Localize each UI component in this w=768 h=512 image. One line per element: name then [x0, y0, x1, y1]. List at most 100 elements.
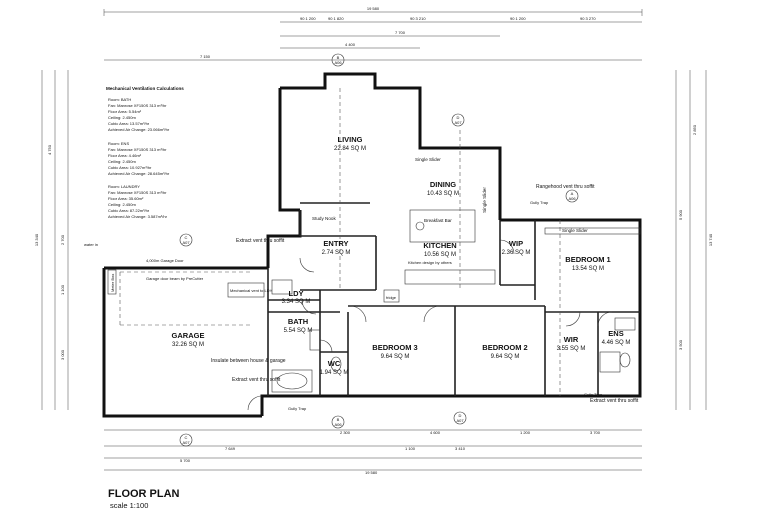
- room-labels: LIVING 22.84 SQ M DINING 10.43 SQ M KITC…: [172, 135, 631, 376]
- note-garage-door: 4,000m Garage Door: [146, 258, 184, 263]
- room-bedroom2-area: 9.64 SQ M: [491, 354, 520, 360]
- dim-top-d: 90 1 200: [510, 16, 526, 21]
- svg-text:Room: LAUNDRY: Room: LAUNDRY: [108, 184, 140, 189]
- room-dining-name: DINING: [430, 180, 456, 189]
- svg-text:A06: A06: [334, 60, 342, 65]
- door-entry: [299, 257, 315, 273]
- svg-text:Room: ENS: Room: ENS: [108, 141, 129, 146]
- room-living-area: 22.84 SQ M: [334, 146, 366, 152]
- room-bedroom2-name: BEDROOM 2: [482, 343, 527, 352]
- plan-scale: scale 1:100: [110, 501, 148, 510]
- kitchen-island: [409, 209, 476, 243]
- room-bedroom1-name: BEDROOM 1: [565, 255, 610, 264]
- room-garage-name: GARAGE: [172, 331, 205, 340]
- dim-right-total: 13 740: [708, 233, 713, 246]
- svg-text:Fan: Manrose XF150S 313 m³/hr: Fan: Manrose XF150S 313 m³/hr: [108, 190, 167, 195]
- door-wc: [319, 339, 333, 353]
- room-ldy-name: LDY: [289, 289, 304, 298]
- note-gully-trap-bath: Gully Trap: [288, 406, 307, 411]
- dim-bottom-a: 5 700: [180, 458, 191, 463]
- wardrobe-shelf: [544, 227, 641, 235]
- svg-text:D: D: [457, 115, 460, 120]
- mechanical-vent-box: [227, 282, 265, 298]
- svg-text:A07: A07: [456, 418, 464, 423]
- laundry-tub: [271, 279, 293, 295]
- kitchen-bench: [404, 269, 496, 285]
- room-wc-name: WC: [328, 359, 341, 368]
- dim-bottom-f: 3 700: [590, 430, 601, 435]
- ventilation-block-bath: Room: BATH Fan: Manrose XF150S 313 m³/hr…: [108, 97, 170, 132]
- fixtures: [271, 209, 641, 393]
- dim-top-mid: 4 400: [345, 42, 356, 47]
- door-bedroom3: [349, 305, 367, 323]
- note-extract-ens: Extract vent thru soffit: [590, 398, 639, 404]
- room-wir-area: 3.55 SQ M: [557, 346, 586, 352]
- room-bedroom1-area: 13.54 SQ M: [572, 266, 604, 272]
- note-single-slider-side: Single Slider: [482, 187, 487, 213]
- meter-box: [107, 269, 117, 295]
- ens-vanity: [614, 317, 636, 331]
- ventilation-block-ens: Room: ENS Fan: Manrose XF150S 313 m³/hr …: [108, 141, 170, 176]
- door-wir: [565, 311, 581, 327]
- top-dimensions: 19 580 90 1 200 90 1 820 90 3 210 90 1 2…: [103, 6, 643, 61]
- svg-text:Achieved Air Change: 23.066m³: Achieved Air Change: 23.066m³/hr: [108, 127, 170, 132]
- dim-bottom-overall: 19 580: [365, 470, 378, 475]
- note-extract-ldy: Extract vent thru soffit: [236, 238, 285, 244]
- dim-top-right: 7 700: [395, 30, 406, 35]
- door-wip: [499, 239, 515, 255]
- dim-top-c: 90 3 210: [410, 16, 426, 21]
- dim-bottom-e: 1 200: [520, 430, 531, 435]
- dim-top-e: 90 3 270: [580, 16, 596, 21]
- room-ens-area: 4.46 SQ M: [602, 340, 631, 346]
- section-marker-c-bottom: C A07: [179, 433, 193, 447]
- ventilation-heading: Mechanical Ventilation Calculations: [106, 86, 184, 91]
- note-breakfast-bar: Breakfast Bar: [424, 218, 452, 223]
- svg-text:D: D: [459, 413, 462, 418]
- svg-text:A06: A06: [334, 422, 342, 427]
- ens-toilet: [619, 352, 631, 368]
- svg-text:B: B: [337, 55, 340, 60]
- note-mechanical: Mechanical vent to LDY: [230, 288, 273, 293]
- bath-tub: [271, 369, 313, 393]
- dim-left-a: 4 750: [47, 144, 52, 155]
- dim-left-c: 1 100: [60, 284, 65, 295]
- svg-text:B: B: [337, 417, 340, 422]
- svg-text:Cubic Area: 10.927m³/hr: Cubic Area: 10.927m³/hr: [108, 165, 152, 170]
- dim-left-total: 13 340: [34, 233, 39, 246]
- svg-text:Cubic Area: 87.22m³/hr: Cubic Area: 87.22m³/hr: [108, 208, 150, 213]
- note-extract-bath: Extract vent thru soffit: [232, 377, 281, 383]
- room-entry-area: 2.74 SQ M: [322, 250, 351, 256]
- dim-top-a: 90 1 200: [300, 16, 316, 21]
- svg-text:Achieved Air Change: 3.587m³/: Achieved Air Change: 3.587m³/hr: [108, 214, 168, 219]
- room-wip-area: 2.36 SQ M: [502, 250, 531, 256]
- section-marker-b-bottom: B A06: [331, 415, 345, 429]
- room-bath-area: 5.54 SQ M: [284, 328, 313, 334]
- svg-text:Ceiling: 2.450m: Ceiling: 2.450m: [108, 115, 136, 120]
- doors: [247, 239, 613, 411]
- svg-text:A07: A07: [182, 240, 190, 245]
- note-kitchen-design: Kitchen design by others: [408, 260, 452, 265]
- room-wip-name: WIP: [509, 239, 523, 248]
- room-ldy-area: 3.34 SQ M: [282, 299, 311, 305]
- note-gully-trap-ens: Gully Trap: [584, 392, 603, 397]
- garage-door-lines: [119, 88, 561, 396]
- svg-text:A07: A07: [182, 440, 190, 445]
- section-marker-c-left: C A07: [179, 233, 193, 247]
- dim-bottom-h: 1 100: [405, 446, 416, 451]
- dim-right-a: 2 850: [692, 124, 697, 135]
- room-ens-name: ENS: [608, 329, 623, 338]
- section-marker-d-bottom: D A07: [453, 411, 467, 425]
- dim-left-b: 2 700: [60, 234, 65, 245]
- svg-text:Floor Area: 35.60m²: Floor Area: 35.60m²: [108, 196, 144, 201]
- svg-text:A07: A07: [454, 120, 462, 125]
- room-dining-area: 10.43 SQ M: [427, 191, 459, 197]
- room-entry-name: ENTRY: [323, 239, 348, 248]
- dim-top-left: 7 150: [200, 54, 211, 59]
- svg-text:Room: BATH: Room: BATH: [108, 97, 131, 102]
- section-marker-b-top: B A06: [331, 53, 345, 67]
- ventilation-calculations: Mechanical Ventilation Calculations Room…: [106, 86, 184, 219]
- svg-text:Cubic Area: 13.57m³/hr: Cubic Area: 13.57m³/hr: [108, 121, 150, 126]
- dim-bottom-c: 2 300: [340, 430, 351, 435]
- door-bath: [301, 299, 317, 315]
